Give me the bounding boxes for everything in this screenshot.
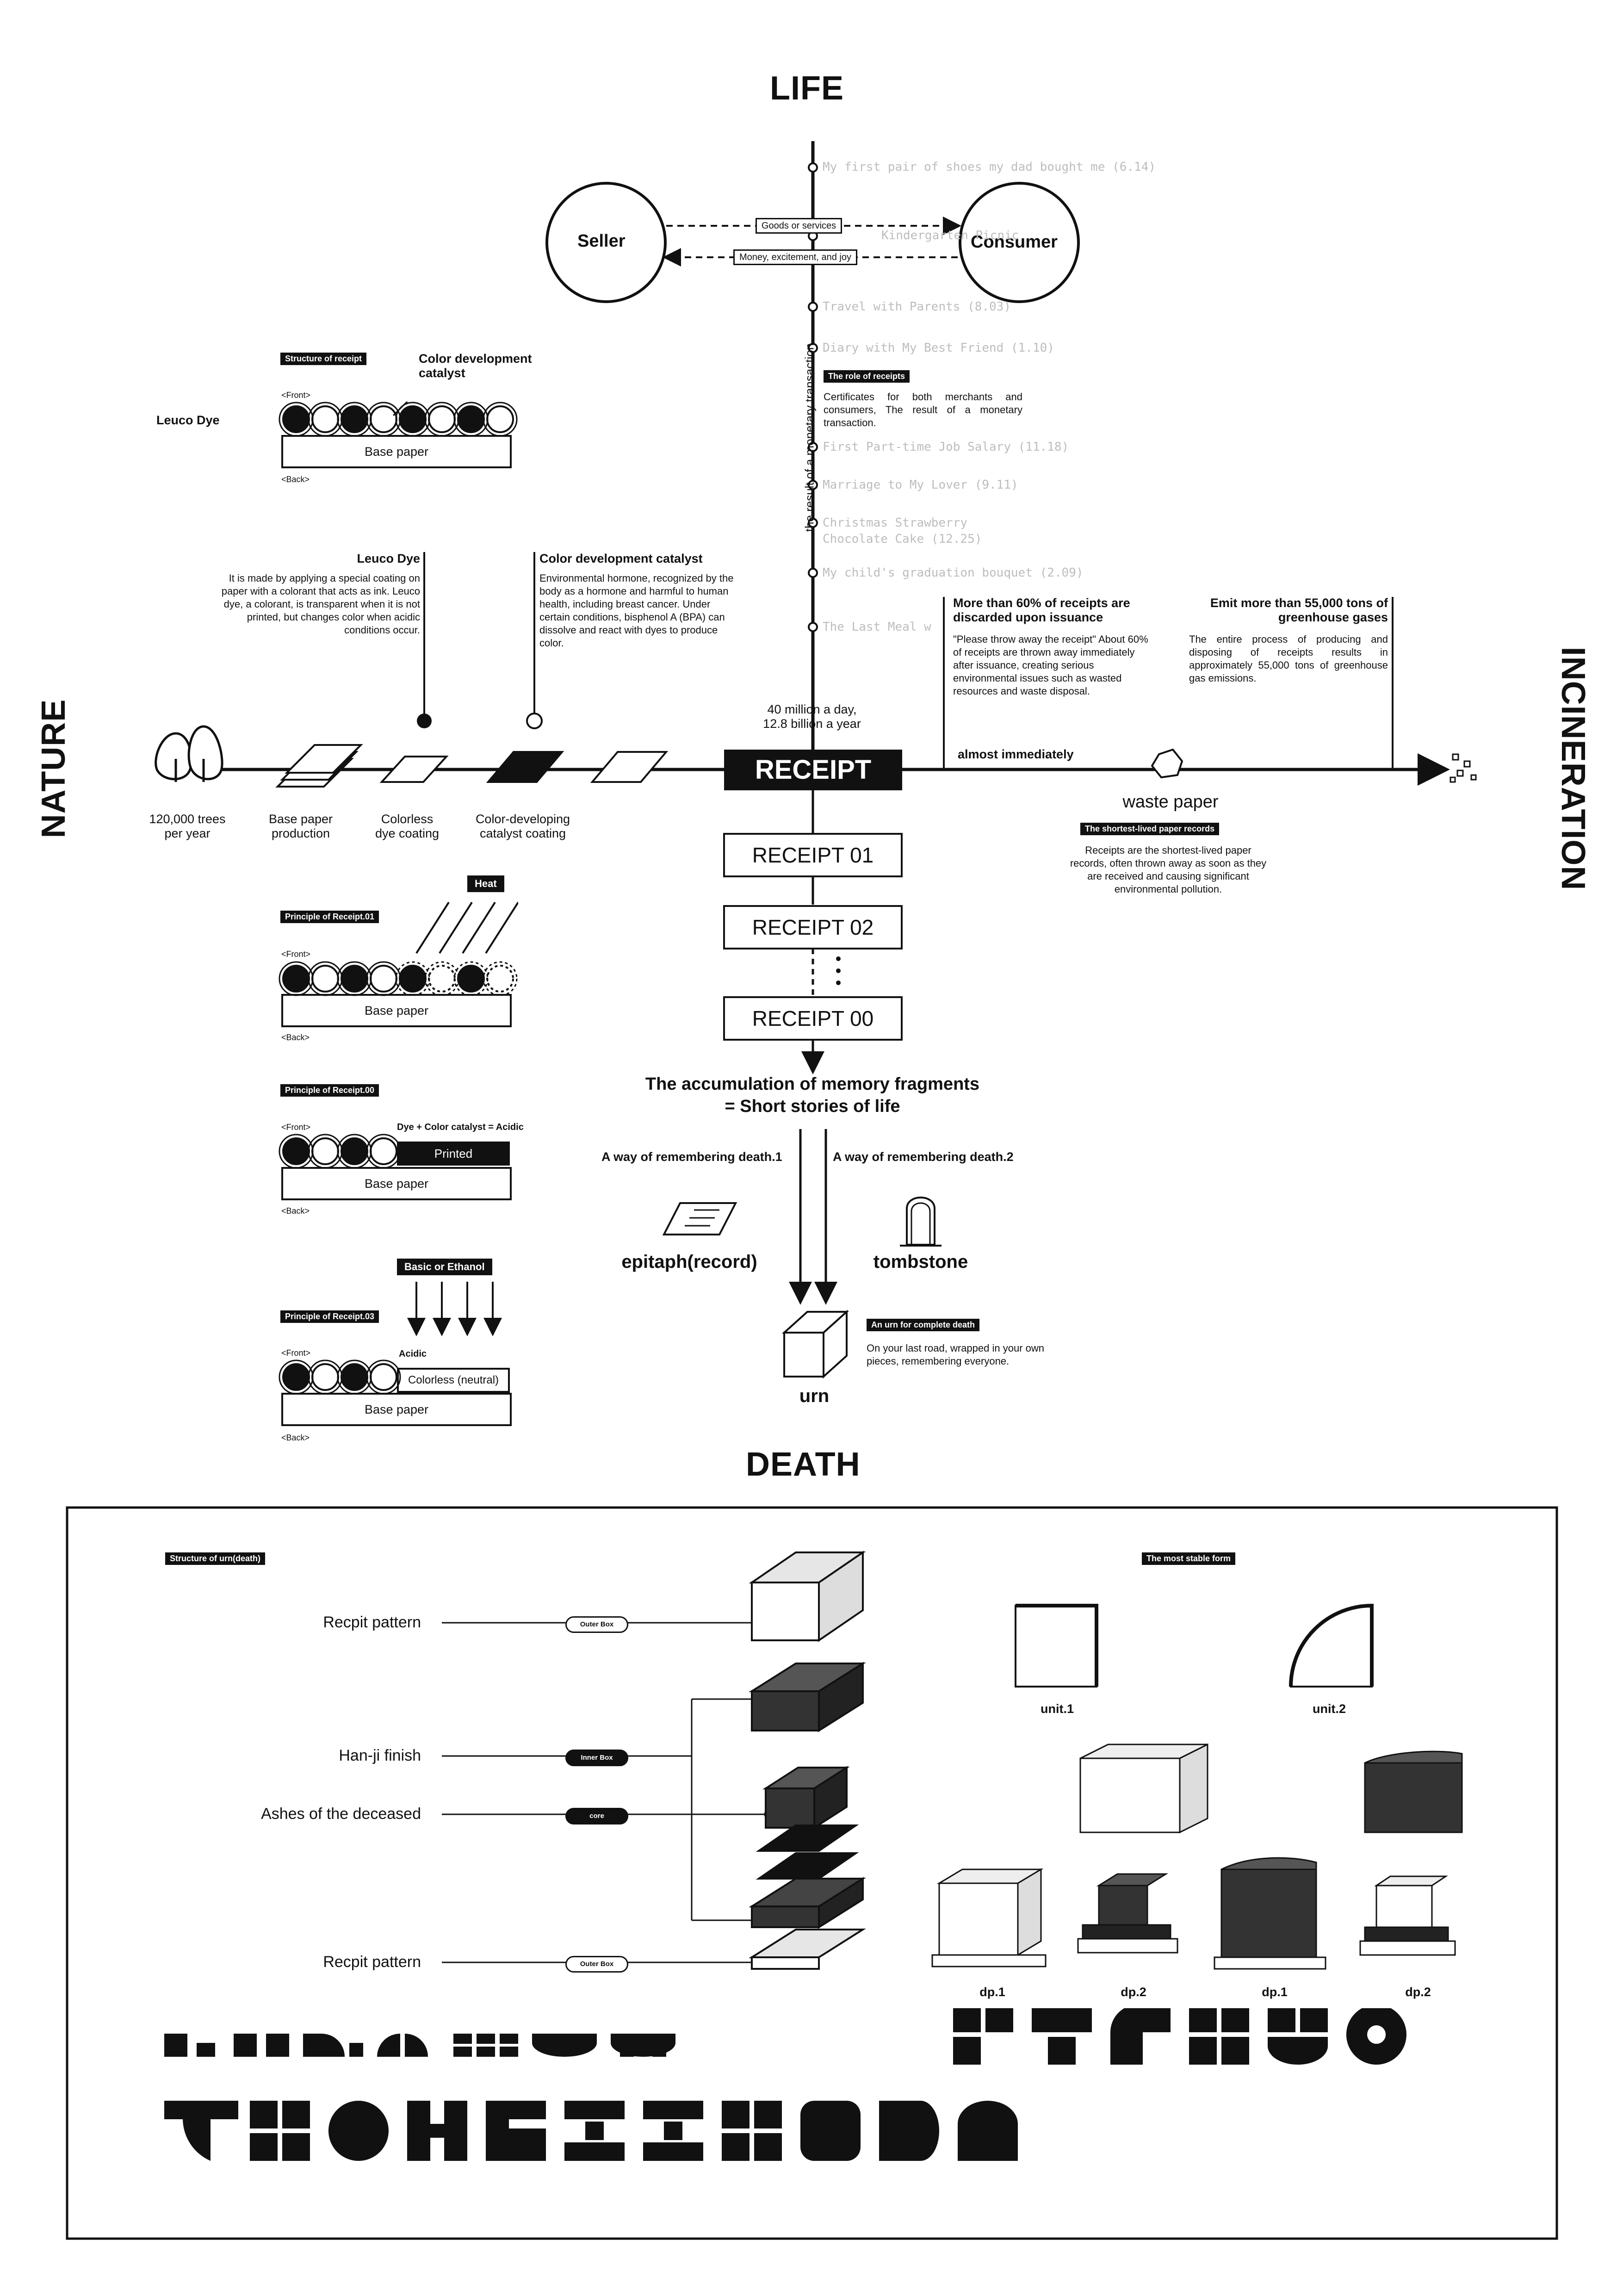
core-pill: core <box>565 1808 628 1824</box>
money-label: Money, excitement, and joy <box>733 249 857 265</box>
almost-label: almost immediately <box>958 747 1074 761</box>
basic-arrows <box>407 1282 502 1336</box>
outer-box-pill-2: Outer Box <box>565 1956 628 1973</box>
dp-2b-label: dp.2 <box>1405 1985 1431 1999</box>
role-text: Certificates for both merchants and cons… <box>824 391 1022 428</box>
consumer-label: Consumer <box>971 232 1058 252</box>
principle-01-tag: Principle of Receipt.01 <box>280 911 379 923</box>
catalyst-title: Color development catalyst <box>539 552 703 565</box>
front-label: <Front> <box>281 391 311 400</box>
outer-box-pill-1: Outer Box <box>565 1616 628 1633</box>
urn-tag: An urn for complete death <box>867 1319 980 1331</box>
p3-front: <Front> <box>281 1348 311 1358</box>
way-1: A way of remembering death.1 <box>601 1150 782 1164</box>
receipt-00: RECEIPT 00 <box>723 996 903 1041</box>
base-production-label: Base paper production <box>268 812 333 840</box>
neutral-block: Colorless (neutral) <box>397 1368 510 1393</box>
catalyst-label: Color development catalyst <box>419 352 532 380</box>
leuco-title: Leuco Dye <box>357 552 420 565</box>
acid-equation: Dye + Color catalyst = Acidic <box>397 1122 524 1132</box>
receipt-pattern-glyphs <box>164 2008 1406 2161</box>
receipt-02: RECEIPT 02 <box>723 905 903 949</box>
memory-10: The Last Meal w <box>823 620 931 634</box>
discard-text: "Please throw away the receipt" About 60… <box>953 633 1148 697</box>
p0-circles <box>279 1134 401 1169</box>
catalyst-text: Environmental hormone, recognized by the… <box>539 572 734 649</box>
heat-tag: Heat <box>467 875 504 892</box>
leuco-text: It is made by applying a special coating… <box>221 572 420 636</box>
basic-tag: Basic or Ethanol <box>397 1259 492 1275</box>
acidic-label: Acidic <box>399 1349 427 1359</box>
back-label: <Back> <box>281 475 310 484</box>
way-2: A way of remembering death.2 <box>833 1150 1014 1164</box>
inner-box-pill: Inner Box <box>565 1750 628 1766</box>
tombstone-label: tombstone <box>873 1252 968 1272</box>
shortest-text: Receipts are the shortest-lived paper re… <box>1070 844 1267 895</box>
memory-7: Christmas Strawberry <box>823 516 968 530</box>
memory-9: My child's graduation bouquet (2.09) <box>823 566 1084 580</box>
urn-structure-tag: Structure of urn(death) <box>165 1552 265 1565</box>
unit-2-label: unit.2 <box>1313 1702 1346 1716</box>
dp-1b-label: dp.1 <box>1262 1985 1288 1999</box>
goods-label: Goods or services <box>756 218 842 234</box>
discard-title: More than 60% of receipts are discarded … <box>953 596 1130 624</box>
p3-circles <box>279 1359 401 1395</box>
p1-front: <Front> <box>281 949 311 959</box>
memory-1: My first pair of shoes my dad bought me … <box>823 160 1156 174</box>
p1-back: <Back> <box>281 1033 310 1042</box>
memory-title: The accumulation of memory fragments <box>645 1074 980 1094</box>
p3-base: Base paper <box>281 1393 512 1426</box>
p3-back: <Back> <box>281 1433 310 1442</box>
death-heading: DEATH <box>746 1446 861 1483</box>
memory-4: Diary with My Best Friend (1.10) <box>823 341 1054 355</box>
p0-base: Base paper <box>281 1167 512 1200</box>
memory-8: Chocolate Cake (12.25) <box>823 532 982 546</box>
memory-2: Kindergarten Picnic <box>881 229 1019 242</box>
epitaph-label: epitaph(record) <box>621 1252 757 1272</box>
dp-2a-label: dp.2 <box>1121 1985 1146 1999</box>
structure-base: Base paper <box>281 435 512 468</box>
shortest-tag: The shortest-lived paper records <box>1080 823 1220 835</box>
p0-front: <Front> <box>281 1123 311 1132</box>
urn-label: urn <box>799 1386 830 1406</box>
memory-6: Marriage to My Lover (9.11) <box>823 478 1018 492</box>
leuco-dye-label: Leuco Dye <box>156 413 220 427</box>
ashes-label: Ashes of the deceased <box>261 1805 421 1823</box>
trees-label: 120,000 trees per year <box>149 812 226 840</box>
transaction-vertical-label: the result of a monetary transaction <box>802 343 817 532</box>
printed-block: Printed <box>397 1142 510 1166</box>
unit-1-label: unit.1 <box>1041 1702 1074 1716</box>
developing-label: Color-developing catalyst coating <box>475 812 570 840</box>
recpit-pattern-2: Recpit pattern <box>323 1953 421 1971</box>
structure-circles <box>279 402 518 437</box>
life-heading: LIFE <box>770 70 844 107</box>
principle-00-tag: Principle of Receipt.00 <box>280 1084 379 1097</box>
role-tag: The role of receipts <box>824 370 910 383</box>
emission-text: The entire process of producing and disp… <box>1189 633 1388 684</box>
heat-circles <box>279 901 518 996</box>
colorless-label: Colorless dye coating <box>375 812 440 840</box>
recpit-pattern-1: Recpit pattern <box>323 1613 421 1631</box>
urn-text: On your last road, wrapped in your own p… <box>867 1342 1044 1367</box>
receipt-main: RECEIPT <box>724 750 902 790</box>
stable-tag: The most stable form <box>1142 1552 1236 1565</box>
p1-base: Base paper <box>281 994 512 1027</box>
principle-03-tag: Principle of Receipt.03 <box>280 1310 379 1323</box>
volume-label: 40 million a day, 12.8 billion a year <box>763 702 861 731</box>
dp-1a-label: dp.1 <box>979 1985 1005 1999</box>
p0-back: <Back> <box>281 1206 310 1216</box>
memory-subtitle: = Short stories of life <box>725 1097 900 1116</box>
memory-3: Travel with Parents (8.03) <box>823 300 1011 314</box>
waste-label: waste paper <box>1122 792 1219 812</box>
memory-5: First Part-time Job Salary (11.18) <box>823 440 1069 454</box>
structure-tag: Structure of receipt <box>280 353 367 365</box>
hanji-finish: Han-ji finish <box>339 1747 421 1764</box>
receipt-01: RECEIPT 01 <box>723 833 903 877</box>
emission-title: Emit more than 55,000 tons of greenhouse… <box>1210 596 1388 624</box>
seller-label: Seller <box>577 231 626 251</box>
